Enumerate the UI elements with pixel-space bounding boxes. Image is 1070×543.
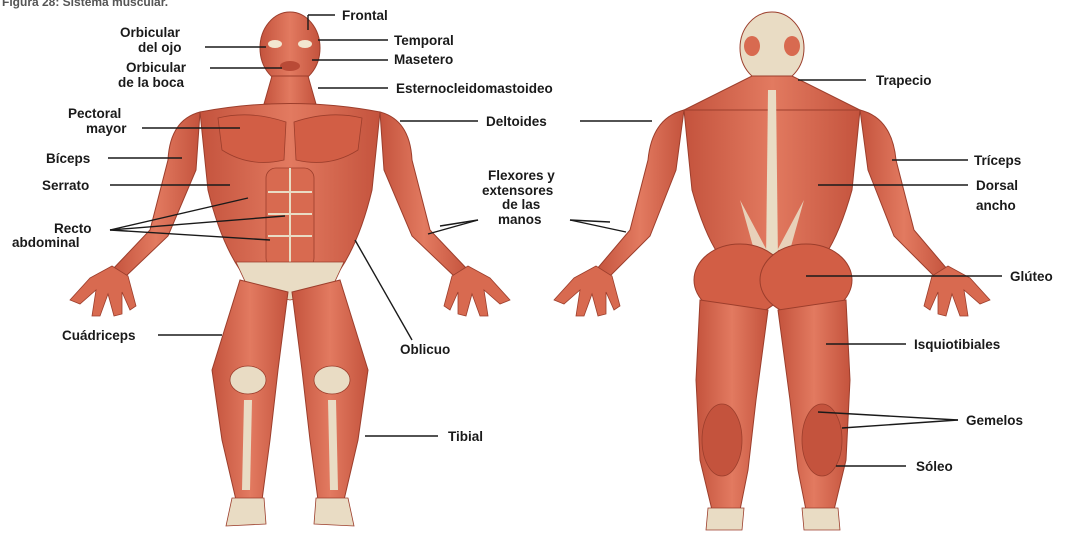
label-tibial: Tibial: [448, 429, 483, 444]
label-cuadriceps: Cuádriceps: [62, 328, 136, 343]
label-oblicuo: Oblicuo: [400, 342, 450, 357]
label-dorsal-line1: Dorsal: [976, 178, 1018, 193]
labels: Frontal Orbicular del ojo Temporal Maset…: [12, 8, 1053, 474]
label-orbicular-ojo-line1: Orbicular: [120, 25, 181, 40]
label-pectoral-line2: mayor: [86, 121, 127, 136]
label-temporal: Temporal: [394, 33, 454, 48]
label-biceps: Bíceps: [46, 151, 90, 166]
label-serrato: Serrato: [42, 178, 89, 193]
label-trapecio: Trapecio: [876, 73, 932, 88]
label-soleo: Sóleo: [916, 459, 953, 474]
back-body-figure: [554, 12, 990, 530]
label-orbicular-boca-line1: Orbicular: [126, 60, 187, 75]
label-recto-line2: abdominal: [12, 235, 80, 250]
label-dorsal-line2: ancho: [976, 198, 1016, 213]
label-orbicular-boca-line2: de la boca: [118, 75, 185, 90]
label-recto-line1: Recto: [54, 221, 92, 236]
figure-caption: Figura 28: Sistema muscular.: [2, 0, 168, 9]
label-flexores-line4: manos: [498, 212, 542, 227]
label-deltoides: Deltoides: [486, 114, 547, 129]
label-flexores-line1: Flexores y: [488, 168, 555, 183]
label-flexores-line2: extensores: [482, 183, 553, 198]
label-masetero: Masetero: [394, 52, 453, 67]
label-pectoral-line1: Pectoral: [68, 106, 121, 121]
label-isquiotibiales: Isquiotibiales: [914, 337, 1000, 352]
label-triceps: Tríceps: [974, 153, 1021, 168]
label-orbicular-ojo-line2: del ojo: [138, 40, 182, 55]
label-flexores-line3: de las: [502, 197, 540, 212]
label-esternocleidomastoideo: Esternocleidomastoideo: [396, 81, 553, 96]
label-gemelos: Gemelos: [966, 413, 1023, 428]
label-frontal: Frontal: [342, 8, 388, 23]
label-gluteo: Glúteo: [1010, 269, 1053, 284]
